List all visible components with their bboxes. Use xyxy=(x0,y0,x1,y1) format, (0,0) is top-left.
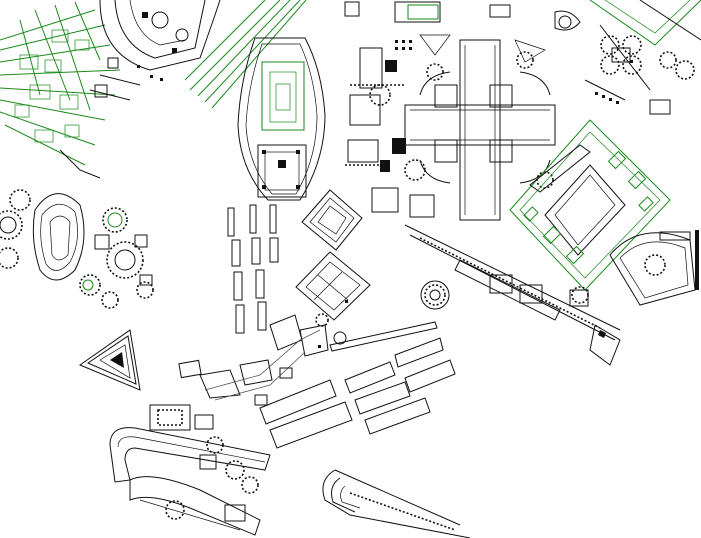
rotated-square-courts xyxy=(295,189,371,345)
round-temple xyxy=(420,280,450,310)
parallel-colonnade-bars xyxy=(227,204,279,334)
top-market-strip xyxy=(344,1,581,31)
bottom-left-bath-complex xyxy=(109,404,271,536)
cross-forum-complex xyxy=(369,34,556,221)
diagonal-colonnade-road xyxy=(404,224,621,366)
clover-pavilion xyxy=(584,24,695,115)
right-garden-palace xyxy=(509,119,671,291)
green-avenue-band xyxy=(184,0,307,109)
radiating-garden-fan xyxy=(0,1,141,179)
triangular-building xyxy=(78,329,141,391)
left-circular-buildings xyxy=(0,189,154,309)
oval-palace-complex xyxy=(237,37,326,201)
racetrack-circus xyxy=(322,469,471,538)
dense-building-blocks xyxy=(345,40,435,218)
long-terrace-blocks xyxy=(259,321,456,449)
top-right-garden-wedge xyxy=(589,0,701,46)
right-semicircle-exedra xyxy=(609,230,699,306)
scattered-markers xyxy=(137,60,633,348)
semicircular-complex-top xyxy=(99,0,221,71)
plaza-cluster xyxy=(178,314,329,406)
